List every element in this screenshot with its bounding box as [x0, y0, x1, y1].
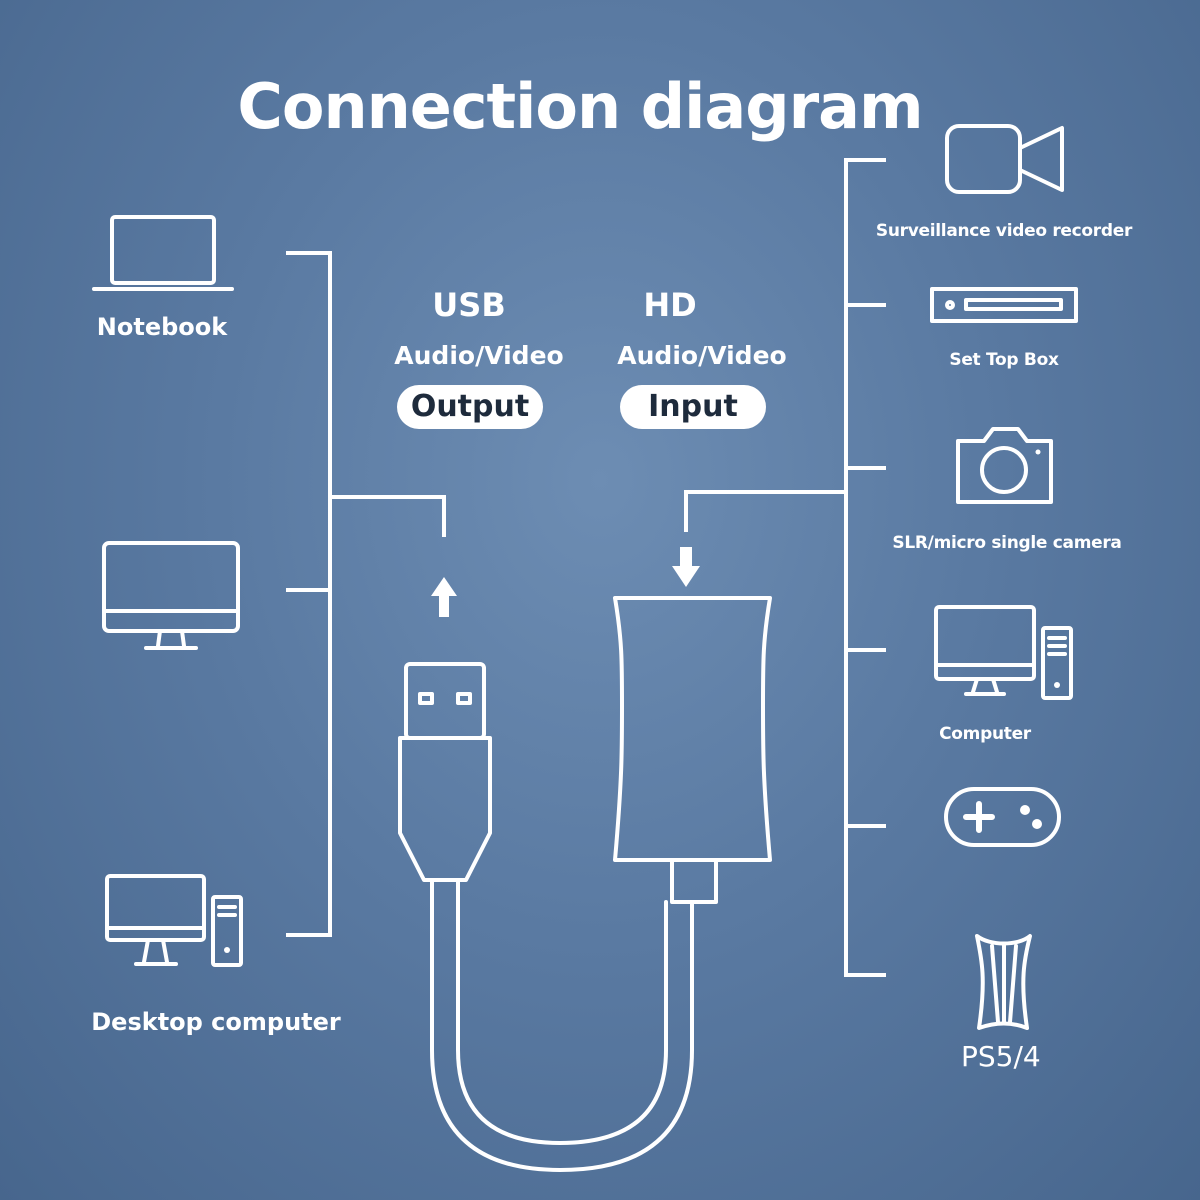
hdmi-adapter-icon — [613, 596, 772, 904]
desktop-computer-label: Desktop computer — [91, 1008, 341, 1036]
right-bracket-lines — [684, 158, 886, 977]
computer-label: Computer — [939, 724, 1031, 744]
up-arrow-icon — [431, 577, 457, 617]
cable-icon — [430, 878, 694, 1172]
monitor-icon — [102, 541, 240, 650]
laptop-icon — [92, 215, 234, 291]
surveillance-recorder-label: Surveillance video recorder — [875, 221, 1133, 241]
ps-console-icon — [975, 934, 1032, 1030]
input-heading: HD — [643, 286, 697, 324]
notebook-label: Notebook — [96, 313, 228, 341]
output-heading: USB — [432, 286, 506, 324]
output-subheading: Audio/Video — [394, 341, 564, 370]
ps-label: PS5/4 — [961, 1040, 1041, 1073]
gamepad-icon — [944, 787, 1061, 847]
set-top-box-label: Set Top Box — [949, 350, 1059, 370]
down-arrow-icon — [672, 547, 700, 587]
camera-icon — [956, 427, 1053, 504]
desktop-tower-icon — [105, 874, 243, 967]
usb-connector-icon — [398, 662, 492, 882]
computer-icon — [934, 605, 1073, 700]
camera-label: SLR/micro single camera — [892, 533, 1122, 553]
left-bracket-lines — [286, 251, 446, 937]
input-pill: Input — [620, 385, 766, 429]
page-title: Connection diagram — [237, 70, 923, 143]
video-camera-icon — [945, 124, 1064, 194]
output-pill: Output — [397, 385, 543, 429]
set-top-box-icon — [930, 287, 1078, 323]
input-subheading: Audio/Video — [617, 341, 787, 370]
